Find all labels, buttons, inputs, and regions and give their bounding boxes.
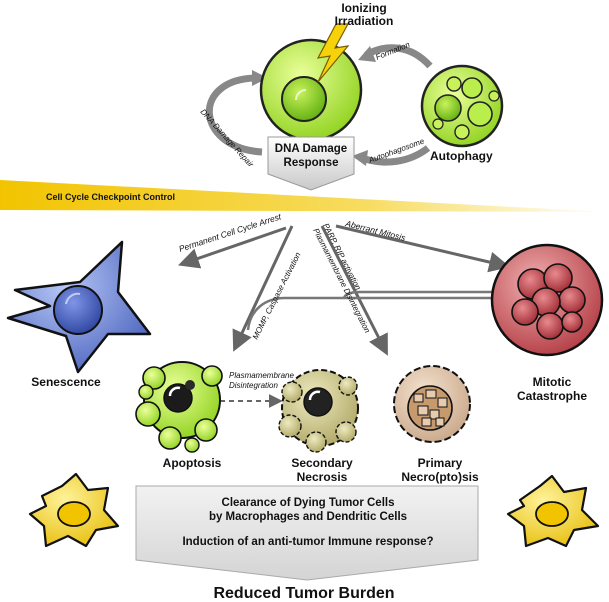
secondary-necrosis-label-2: Necrosis [297, 470, 348, 484]
arrow-mitotic-feedback [246, 296, 500, 331]
apoptosis-label: Apoptosis [163, 456, 222, 470]
label-pm-disintegration-mid-2: Disintegration [229, 381, 278, 390]
dna-repair-arrow [205, 74, 263, 156]
ddr-label-2: Response [284, 157, 339, 169]
lightning-bolt-icon [316, 23, 350, 83]
arrow-permanent-arrest [178, 226, 287, 269]
autophagosome-arrow [360, 145, 431, 166]
immune-cell-right [506, 474, 600, 548]
arrow-parp [320, 225, 388, 356]
mitotic-label-1: Mitotic [533, 375, 572, 389]
trigger-label-2: Irradiation [335, 14, 394, 28]
ddr-arrow-box [267, 136, 355, 191]
mitotic-catastrophe-cell [490, 243, 604, 357]
outcome-label: Reduced Tumor Burden [213, 585, 394, 602]
primary-necrosis-label-2: Necro(pto)sis [401, 470, 479, 484]
immune-cell-left [28, 472, 120, 548]
senescence-cell [6, 240, 152, 374]
apoptosis-cell [135, 361, 223, 453]
top-cycle: DNA Damage Repair Formation Autophagosom… [199, 1, 504, 191]
arrow-label-dna-repair: DNA Damage Repair [199, 107, 256, 169]
secondary-necrosis-label-1: Secondary [291, 456, 353, 470]
primary-necrosis-label-1: Primary [418, 456, 463, 470]
clearance-line-3: Induction of an anti-tumor Immune respon… [182, 536, 433, 548]
secondary-necrosis-cell [278, 369, 359, 453]
autophagy-cell [420, 64, 504, 148]
clearance-line-2: by Macrophages and Dendritic Cells [209, 511, 407, 523]
label-pm-disintegration-right: Plasmamembrane Disintegration [311, 227, 372, 335]
mitotic-label-2: Catastrophe [517, 389, 587, 403]
trigger-label-1: Ionizing [341, 1, 386, 15]
ddr-label-1: DNA Damage [275, 143, 347, 155]
arrow-momp [232, 225, 294, 352]
label-pm-disintegration-mid-1: Plasmamembrane [229, 371, 294, 380]
ddr-cell [259, 38, 363, 142]
clearance-banner [135, 485, 479, 581]
checkpoint-bar: Cell Cycle Checkpoint Control [0, 180, 609, 212]
arrow-aberrant-mitosis [335, 224, 511, 273]
pathway-arrows [178, 224, 511, 408]
senescence-label: Senescence [31, 375, 101, 389]
primary-necrosis-cell [393, 365, 471, 443]
clearance-line-1: Clearance of Dying Tumor Cells [222, 497, 395, 509]
checkpoint-label: Cell Cycle Checkpoint Control [46, 192, 175, 202]
autophagy-label: Autophagy [430, 149, 493, 163]
